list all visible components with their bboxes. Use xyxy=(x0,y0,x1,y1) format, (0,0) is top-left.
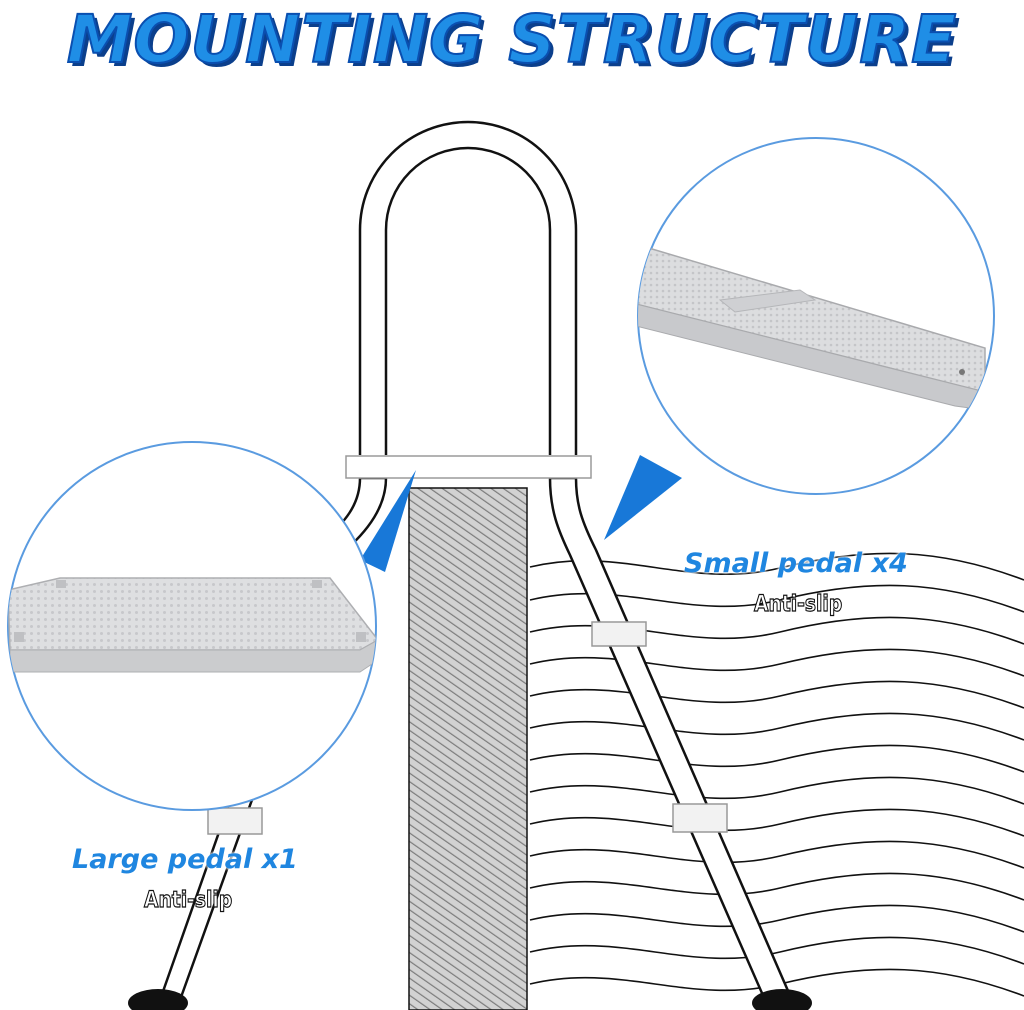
small-pedal-label: Small pedal x4 xyxy=(684,548,908,579)
callout-pointer xyxy=(360,470,416,572)
page-title: MOUNTING STRUCTURE xyxy=(66,1,958,79)
foot-cap xyxy=(128,989,188,1010)
callout-pointer xyxy=(604,455,682,540)
top-bracket xyxy=(345,455,592,479)
foot-cap xyxy=(752,989,812,1010)
large-pedal-feature: Anti-slip xyxy=(143,887,233,913)
step-bracket xyxy=(672,803,728,833)
step-bracket xyxy=(207,807,263,835)
large-pedal-label: Large pedal x1 xyxy=(72,844,298,875)
pool-wall-hatch xyxy=(408,487,528,1010)
small-pedal-photo xyxy=(637,137,995,495)
large-pedal-photo xyxy=(7,441,377,811)
small-pedal-feature: Anti-slip xyxy=(753,591,843,617)
ladder-illustration xyxy=(358,120,578,455)
step-bracket xyxy=(591,621,647,647)
